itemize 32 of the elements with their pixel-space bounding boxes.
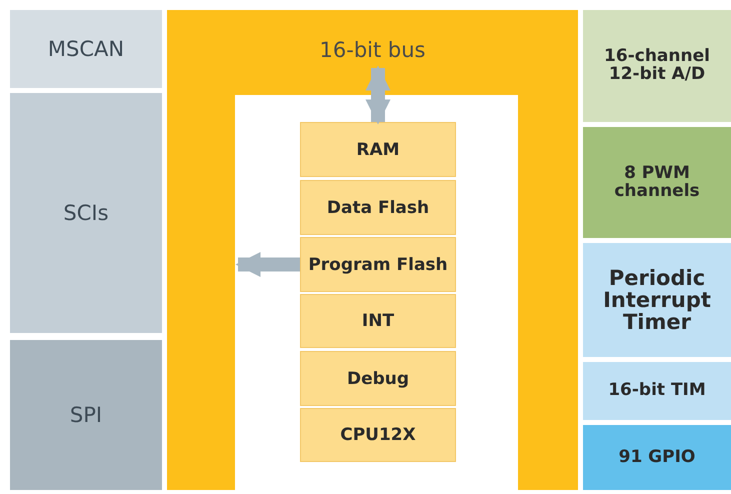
- peripheral-box: [583, 362, 731, 420]
- memory-block: [300, 122, 456, 177]
- peripheral-box: [583, 10, 731, 122]
- block-label: Data Flash: [326, 198, 430, 218]
- memory-block: [300, 180, 456, 235]
- block-label: Debug: [346, 368, 410, 388]
- memory-block: [300, 237, 456, 292]
- block-arrow: [235, 252, 300, 278]
- module-box: [10, 340, 162, 490]
- block-label: Periodic Interrupt Timer: [602, 266, 712, 334]
- peripheral-box: [583, 127, 731, 238]
- block-label: Program Flash: [308, 254, 448, 274]
- block-label: RAM: [356, 140, 400, 160]
- block-label: 16-bit bus: [320, 38, 426, 62]
- block-label: 16-channel 12-bit A/D: [603, 48, 711, 84]
- block-label: SPI: [70, 403, 102, 427]
- block-arrow: [365, 65, 391, 125]
- block-label: 91 GPIO: [618, 448, 696, 466]
- module-box: [10, 93, 162, 333]
- block-label: CPU12X: [340, 425, 416, 445]
- module-box: [10, 10, 162, 88]
- peripheral-box: [583, 425, 731, 490]
- memory-block: [300, 294, 456, 348]
- block-label: INT: [362, 311, 394, 331]
- memory-block: [300, 351, 456, 406]
- block-label: SCIs: [63, 201, 109, 225]
- block-label: 8 PWM channels: [613, 164, 701, 200]
- block-label: MSCAN: [48, 37, 124, 61]
- block-label: 16-bit TIM: [608, 382, 706, 400]
- memory-block: [300, 408, 456, 462]
- peripheral-box: [583, 243, 731, 357]
- bus-band: [167, 10, 578, 490]
